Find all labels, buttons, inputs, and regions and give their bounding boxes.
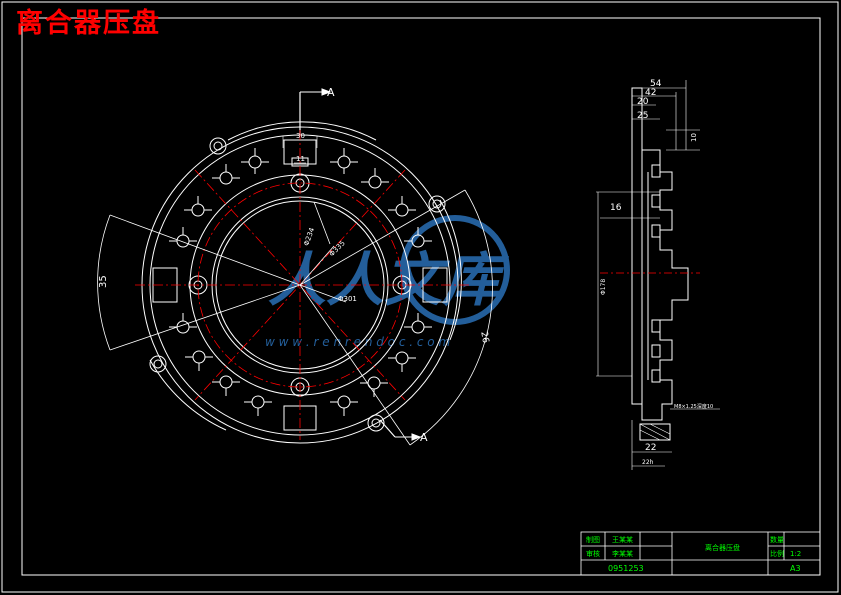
- thread-note: M8×1.25深度10: [674, 403, 713, 410]
- dim-22: 22: [645, 443, 656, 453]
- scale-value: 1:2: [790, 550, 801, 558]
- qty-label: 数量: [770, 535, 784, 544]
- dim-42: 42: [645, 88, 656, 98]
- drawing-title: 离合器压盘: [16, 8, 161, 39]
- side-view: [596, 80, 720, 470]
- front-view: A A: [97, 86, 493, 446]
- dim-phi178: Φ178: [600, 279, 607, 295]
- title-block-texts: 制图 王某某 审核 李某某 离合器压盘 数量 比例 1:2 0951253 A3: [586, 535, 801, 573]
- dim-11: 11: [296, 155, 305, 163]
- dim-16: 16: [610, 203, 622, 213]
- title-block: [580, 531, 821, 576]
- spring-studs: [169, 148, 432, 416]
- dim-35: 35: [98, 275, 109, 288]
- centerlines: [135, 130, 470, 440]
- dim-26: 26: [478, 331, 490, 344]
- inner-border: [21, 17, 821, 576]
- checker-name: 李某某: [612, 549, 633, 558]
- dim-54: 54: [650, 79, 662, 89]
- part-name: 离合器压盘: [705, 543, 740, 552]
- dim-10: 10: [690, 133, 698, 142]
- designer-name: 王某某: [612, 536, 633, 544]
- drawing-number: 0951253: [608, 564, 644, 573]
- sheet-size: A3: [790, 564, 801, 573]
- designer-role: 制图: [586, 535, 600, 544]
- watermark-url: w w w . r e n r e n d o c . c o m: [265, 335, 450, 349]
- section-label-bottom: A: [420, 431, 428, 444]
- dim-22h: 22h: [642, 459, 654, 466]
- scale-label: 比例: [770, 549, 784, 558]
- dim-phi301: Φ301: [338, 295, 357, 303]
- dim-20: 20: [637, 97, 649, 107]
- side-dim-texts: 54 42 20 25 10 16 Φ178 22 22h M8×1.25深度1…: [600, 79, 713, 466]
- dim-phi234: Φ234: [302, 226, 316, 247]
- dim-25: 25: [637, 111, 648, 121]
- checker-role: 审核: [586, 549, 600, 558]
- dim-30: 30: [296, 132, 305, 140]
- section-label-top: A: [327, 86, 335, 99]
